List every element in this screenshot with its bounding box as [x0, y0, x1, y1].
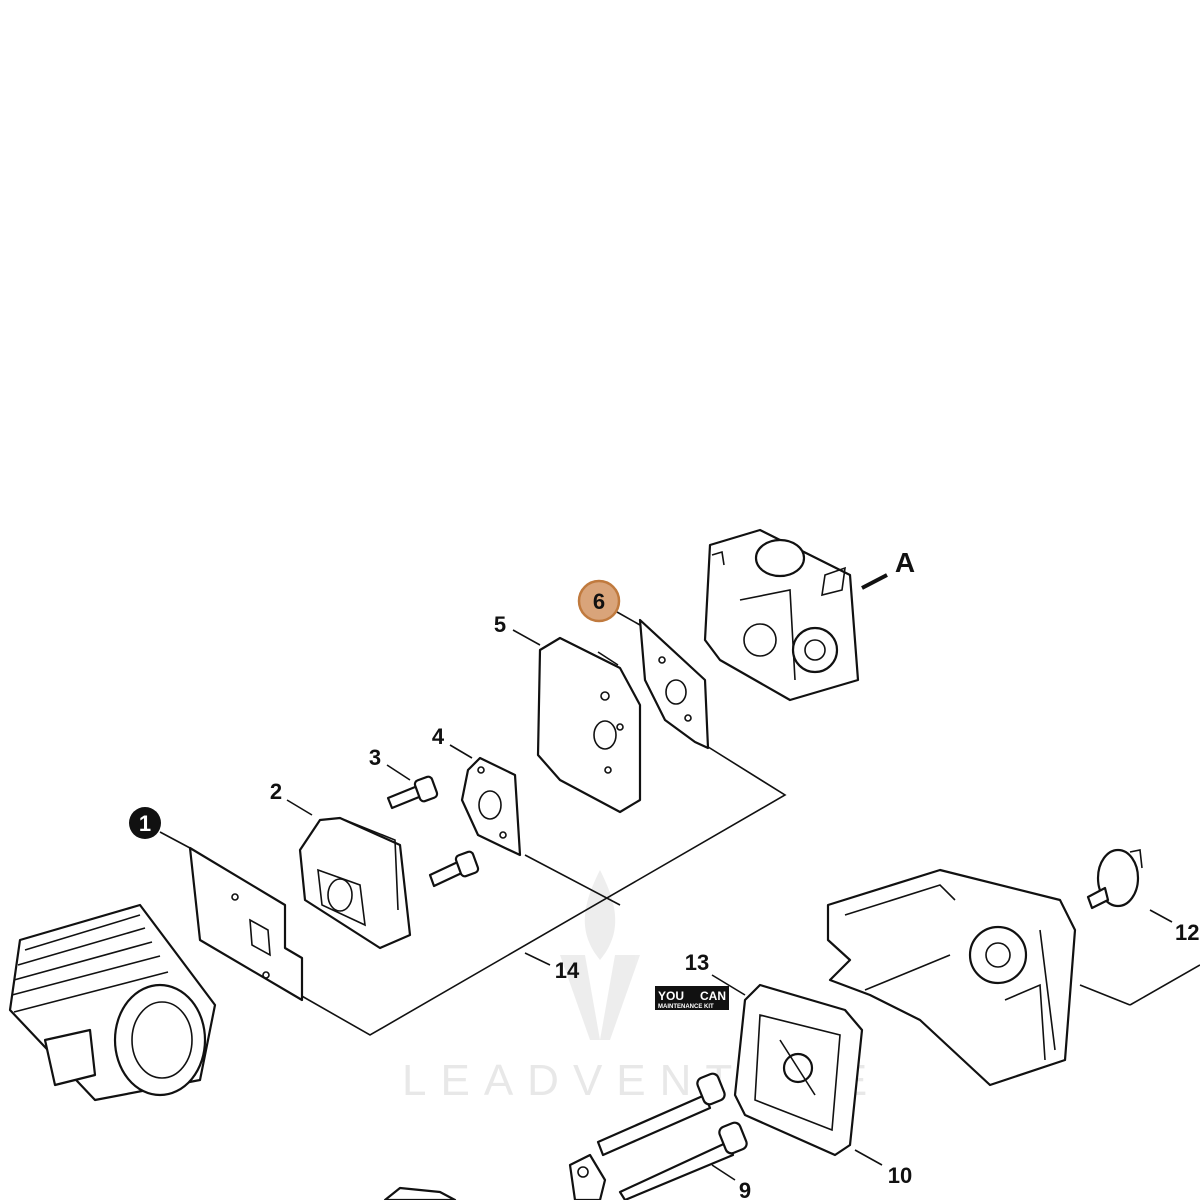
assembly-line-right-2 [1129, 964, 1200, 1006]
leader-1 [159, 831, 191, 849]
bracket-part [383, 1153, 607, 1200]
kit-badge-bg [655, 986, 729, 1010]
intake-manifold-part-2 [298, 816, 412, 950]
assembly-line-right [1079, 984, 1131, 1006]
kit-badge-subtitle: MAINTENANCE KIT [658, 1004, 714, 1010]
carburetor-part [703, 528, 860, 702]
callout-A: A [895, 547, 915, 578]
leader-4 [449, 744, 473, 759]
plug-part-12 [1086, 848, 1143, 910]
callout-3: 3 [369, 745, 381, 770]
callout-12: 12 [1175, 920, 1199, 945]
gasket-part-1 [188, 846, 304, 1002]
kit-badge-can: CAN [700, 989, 726, 1003]
callout-1-badge [129, 807, 161, 839]
leader-10 [854, 1149, 883, 1166]
screw-part-3a [386, 775, 439, 810]
leader-3 [386, 764, 411, 781]
callout-6-highlight [577, 579, 621, 623]
leader-5 [512, 629, 541, 646]
long-screw-part-9b [618, 1121, 748, 1200]
long-screw-part-9a [596, 1072, 726, 1157]
callout-4: 4 [432, 724, 445, 749]
leader-2 [286, 799, 313, 816]
plate-part-5 [536, 636, 642, 814]
callout-9: 9 [739, 1178, 751, 1200]
callout-10: 10 [888, 1163, 912, 1188]
leader-12 [1149, 909, 1173, 923]
maintenance-kit-badge: YOU CAN MAINTENANCE KIT [655, 986, 729, 1010]
assembly-line-14 [299, 744, 787, 1036]
kit-badge-you: YOU [658, 989, 684, 1003]
gasket-part-6 [638, 618, 710, 750]
air-filter-housing-part [826, 868, 1077, 1087]
callout-2: 2 [270, 779, 282, 804]
callout-1: 1 [139, 811, 151, 836]
cylinder-part [8, 903, 217, 1102]
screw-part-3b [428, 850, 480, 888]
leader-A [861, 573, 888, 590]
leader-13 [711, 974, 746, 996]
callout-5: 5 [494, 612, 506, 637]
leader-6 [616, 611, 641, 626]
callout-6: 6 [593, 589, 605, 614]
leader-9 [711, 1164, 736, 1181]
assembly-line-inner [524, 854, 621, 906]
leader-14 [524, 952, 551, 966]
gasket-part-4 [460, 756, 522, 857]
callout-14: 14 [555, 958, 580, 983]
filter-frame-part-10 [733, 983, 864, 1157]
callout-13: 13 [685, 950, 709, 975]
